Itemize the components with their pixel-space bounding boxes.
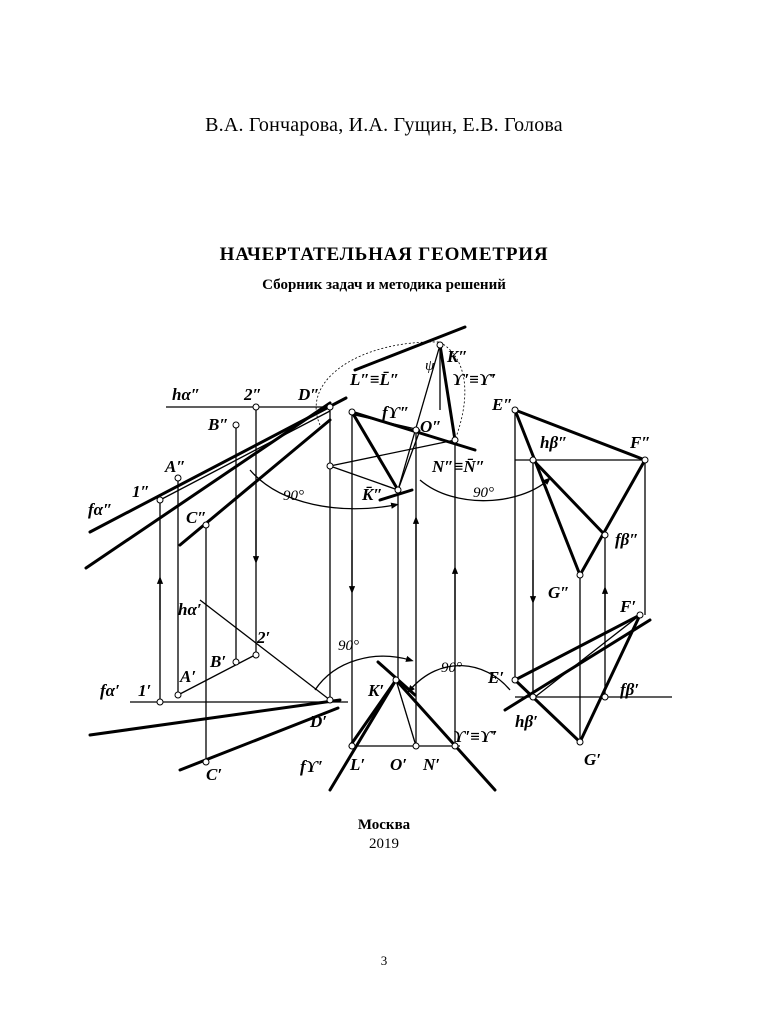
label-L-eq-L-2: L″≡L̄″ <box>349 370 399 389</box>
label-angle-90-c: 90° <box>338 638 359 654</box>
figure-points <box>156 341 649 766</box>
book-title: НАЧЕРТАТЕЛЬНАЯ ГЕОМЕТРИЯ <box>219 244 549 265</box>
label-F-1: F′ <box>619 597 636 616</box>
label-C-2: C″ <box>186 508 207 527</box>
label-h-alpha-2: hα″ <box>172 385 200 404</box>
label-D-2: D″ <box>297 385 320 404</box>
label-angle-90-d: 90° <box>441 660 462 676</box>
beta-projection-lines <box>514 410 646 742</box>
rotation-arcs <box>249 469 551 693</box>
label-f-alpha-2: fα″ <box>88 500 112 519</box>
label-angle-90-a: 90° <box>283 488 304 504</box>
label-K-2-top: K″ <box>446 347 468 366</box>
label-A-1: A′ <box>179 667 196 686</box>
label-F-2: F″ <box>629 433 651 452</box>
label-f-gamma-1: fϒ′ <box>300 757 323 776</box>
label-E-2: E″ <box>491 395 513 414</box>
label-gamma-eq-2: ϒ′≡ϒ̄′ <box>452 370 496 389</box>
label-K-1: K′ <box>367 681 384 700</box>
label-angle-90-b: 90° <box>473 485 494 501</box>
label-B-2: B″ <box>207 415 229 434</box>
label-D-1: D′ <box>309 712 327 731</box>
label-h-beta-1: hβ′ <box>515 712 538 731</box>
figure-labels: hα″ 2″ D″ B″ A″ 1″ fα″ C″ L″≡L̄″ K″ ψ ϒ′… <box>88 347 651 784</box>
alpha-projection-lines <box>156 407 331 762</box>
label-f-beta-1: fβ′ <box>620 680 639 699</box>
beta-frontal-view <box>513 408 647 577</box>
label-O-2: O″ <box>420 417 442 436</box>
label-G-2: G″ <box>548 583 570 602</box>
label-h-alpha-1: hα′ <box>178 600 202 619</box>
label-O-1: O′ <box>390 755 407 774</box>
label-E-1: E′ <box>487 668 504 687</box>
label-G-1: G′ <box>584 750 601 769</box>
label-C-1: C′ <box>206 765 222 784</box>
label-f-alpha-1: fα′ <box>100 681 120 700</box>
label-psi: ψ <box>425 358 435 374</box>
beta-horizontal-view <box>503 613 672 744</box>
label-two-1: 2′ <box>256 628 270 647</box>
label-A-2: A″ <box>164 457 186 476</box>
publication-city: Москва <box>357 817 411 833</box>
label-L-1: L′ <box>349 755 365 774</box>
page-number: 3 <box>380 953 388 968</box>
gamma-horizontal-view <box>328 660 497 792</box>
publication-year: 2019 <box>369 836 399 852</box>
label-N-1: N′ <box>422 755 440 774</box>
label-f-beta-2: fβ″ <box>615 530 639 549</box>
label-one-1: 1′ <box>138 681 151 700</box>
authors: В.А. Гончарова, И.А. Гущин, Е.В. Голова <box>205 114 563 136</box>
alpha-horizontal-view <box>88 599 348 772</box>
gamma-projection-lines <box>348 412 459 746</box>
label-B-1: B′ <box>209 652 226 671</box>
label-one-2: 1″ <box>132 482 150 501</box>
label-f-gamma-2: fϒ″ <box>382 403 409 422</box>
label-N-eq-N-2: N″≡N̄″ <box>431 457 485 476</box>
label-gamma-eq-1: ϒ′≡ϒ̄′ <box>453 727 497 746</box>
alpha-frontal-view <box>84 396 348 570</box>
book-subtitle: Сборник задач и методика решений <box>262 277 506 293</box>
label-two-2: 2″ <box>243 385 262 404</box>
label-K-2-bar: K̄″ <box>361 485 383 504</box>
label-h-beta-2: hβ″ <box>540 433 568 452</box>
